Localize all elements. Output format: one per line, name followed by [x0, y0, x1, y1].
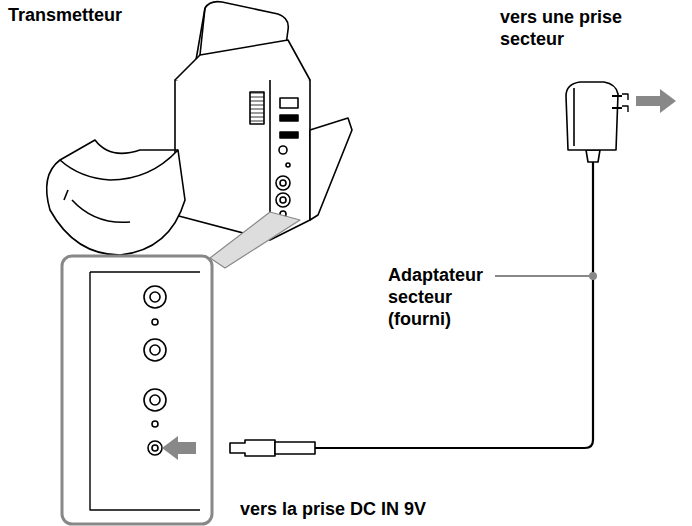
part-name: Adaptateur secteur (fourni) [388, 264, 492, 330]
label-holder: Transmetteur [8, 4, 122, 26]
outlet-label: vers une prise secteur [500, 6, 630, 50]
device-name: Transmetteur [8, 4, 122, 26]
jack-label: vers la prise DC IN 9V [240, 498, 426, 520]
label-holder: vers une prise secteur [500, 6, 630, 50]
label-holder: vers la prise DC IN 9V [240, 498, 426, 520]
label-holder: Adaptateur secteur (fourni) [388, 264, 492, 330]
